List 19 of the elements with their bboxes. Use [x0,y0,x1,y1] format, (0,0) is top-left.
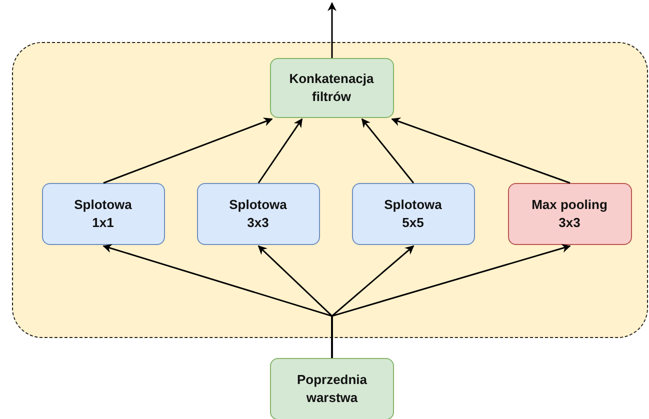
dashed-group-box [12,42,648,338]
process-box [270,58,394,118]
process-box [270,358,394,419]
box-label: Poprzednia warstwa [296,371,368,407]
arrow [391,118,570,184]
arrow [258,118,303,184]
box-label: Max pooling 3x3 [530,196,608,232]
box-label: Splotowa 3x3 [228,196,288,232]
arrow [328,2,336,58]
process-box [42,182,164,244]
box-label: Splotowa 5x5 [383,196,443,232]
arrow [103,118,273,184]
process-box [196,182,320,244]
process-box [508,182,632,244]
arrow [331,244,571,358]
arrow [361,118,414,184]
process-box [352,182,474,244]
box-label: Splotowa 1x1 [73,196,133,232]
box-label: Konkatenacja filtrów [288,70,375,106]
